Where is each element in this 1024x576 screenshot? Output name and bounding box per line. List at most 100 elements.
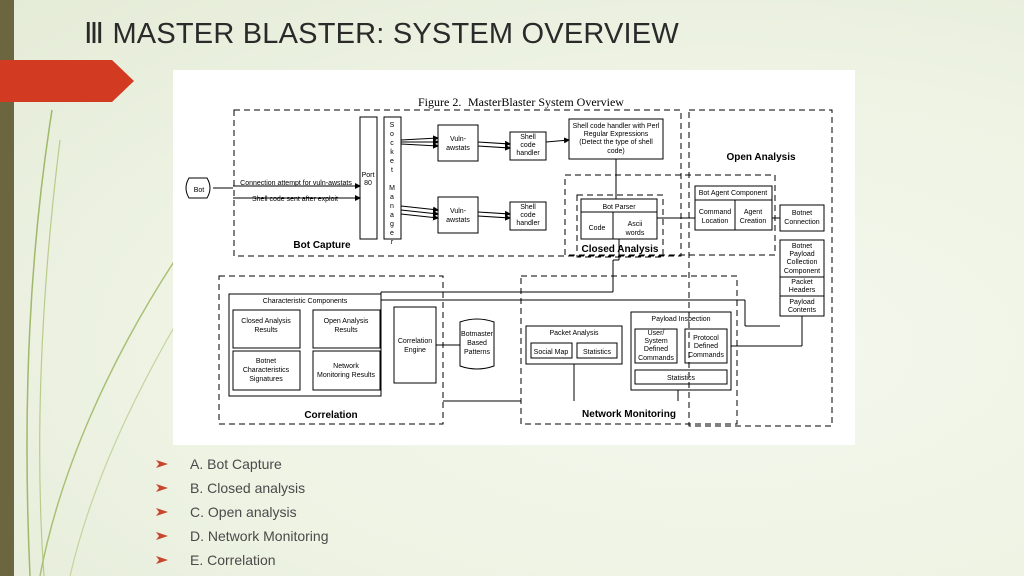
svg-text:Headers: Headers bbox=[789, 287, 816, 294]
svg-text:Commands: Commands bbox=[638, 355, 674, 362]
svg-text:Component: Component bbox=[784, 268, 820, 275]
svg-text:Characteristics: Characteristics bbox=[243, 367, 290, 374]
svg-text:words: words bbox=[625, 230, 645, 237]
svg-text:Shell: Shell bbox=[520, 204, 536, 211]
conn-attempt-label: Connection attempt for vuln-awstats bbox=[240, 180, 352, 187]
arrow-bullet-icon bbox=[156, 508, 168, 516]
svg-text:Payload Inspection: Payload Inspection bbox=[651, 316, 710, 323]
list-item: B. Closed analysis bbox=[156, 476, 329, 500]
svg-text:Vuln-: Vuln- bbox=[450, 208, 467, 215]
botnet-connection-box bbox=[779, 204, 825, 232]
network-monitoring-label: Network Monitoring bbox=[582, 409, 676, 420]
svg-text:Botnet: Botnet bbox=[256, 358, 276, 365]
svg-text:Social Map: Social Map bbox=[534, 349, 569, 356]
svg-text:code: code bbox=[520, 212, 535, 219]
svg-text:Port: Port bbox=[362, 172, 375, 179]
svg-text:Connection: Connection bbox=[784, 219, 820, 226]
svg-text:Botmaster: Botmaster bbox=[461, 331, 494, 338]
bot-agent-box bbox=[694, 185, 773, 231]
svg-text:Command: Command bbox=[699, 209, 731, 216]
svg-text:Packet Analysis: Packet Analysis bbox=[549, 330, 599, 337]
correlation-region bbox=[218, 275, 444, 425]
closed-analysis-inner bbox=[576, 194, 664, 258]
svg-text:handler: handler bbox=[516, 220, 540, 227]
bullet-list: A. Bot Capture B. Closed analysis C. Ope… bbox=[156, 452, 329, 572]
char-components-box bbox=[228, 293, 382, 397]
svg-text:Open Analysis: Open Analysis bbox=[324, 318, 369, 325]
svg-text:Monitoring Results: Monitoring Results bbox=[317, 372, 375, 379]
svg-text:Signatures: Signatures bbox=[249, 376, 283, 383]
arrow-bullet-icon bbox=[156, 484, 168, 492]
bot-capture-label: Bot Capture bbox=[293, 240, 351, 251]
svg-text:Bot Parser: Bot Parser bbox=[602, 204, 636, 211]
arrow-bullet-icon bbox=[156, 556, 168, 564]
svg-text:Characteristic Components: Characteristic Components bbox=[263, 298, 348, 305]
svg-text:e: e bbox=[390, 230, 394, 237]
svg-text:n: n bbox=[390, 203, 394, 210]
svg-text:User/: User/ bbox=[648, 330, 665, 337]
svg-text:Regular Expressions: Regular Expressions bbox=[584, 131, 649, 138]
svg-text:e: e bbox=[390, 158, 394, 165]
svg-text:M: M bbox=[389, 185, 395, 192]
port-box bbox=[359, 116, 378, 240]
svg-text:code): code) bbox=[607, 148, 625, 155]
svg-text:Statistics: Statistics bbox=[667, 375, 696, 382]
svg-text:Defined: Defined bbox=[694, 343, 718, 350]
svg-text:System: System bbox=[644, 338, 668, 345]
svg-text:Shell code handler with Perl: Shell code handler with Perl bbox=[573, 123, 660, 130]
svg-text:Ascii: Ascii bbox=[628, 221, 643, 228]
title-arrow-shape bbox=[0, 60, 134, 102]
payload-inspection-box bbox=[630, 311, 732, 391]
svg-text:Agent: Agent bbox=[744, 209, 762, 216]
svg-text:handler: handler bbox=[516, 150, 540, 157]
arrow-bullet-icon bbox=[156, 460, 168, 468]
bot-node-shape bbox=[185, 177, 211, 199]
correlation-engine-box bbox=[393, 306, 437, 384]
svg-text:Payload: Payload bbox=[789, 251, 814, 258]
svg-text:Botnet: Botnet bbox=[792, 243, 812, 250]
svg-text:a: a bbox=[390, 212, 394, 219]
arrow-bullet-icon bbox=[156, 532, 168, 540]
list-item: D. Network Monitoring bbox=[156, 524, 329, 548]
svg-text:g: g bbox=[390, 221, 394, 228]
svg-text:Bot Agent Component: Bot Agent Component bbox=[699, 190, 768, 197]
open-analysis-label: Open Analysis bbox=[726, 152, 796, 163]
svg-text:Correlation: Correlation bbox=[398, 338, 432, 345]
botmaster-patterns-shape bbox=[459, 318, 495, 370]
svg-text:c: c bbox=[390, 140, 394, 147]
svg-text:code: code bbox=[520, 142, 535, 149]
svg-text:Vuln-: Vuln- bbox=[450, 136, 467, 143]
caption-title: MasterBlaster System Overview bbox=[468, 95, 624, 109]
vuln2-box bbox=[437, 196, 479, 234]
svg-text:Collection: Collection bbox=[787, 259, 818, 266]
svg-text:o: o bbox=[390, 131, 394, 138]
svg-text:80: 80 bbox=[364, 180, 372, 187]
shellcode-sent-label: Shell code sent after exploit bbox=[252, 196, 338, 203]
svg-text:a: a bbox=[390, 194, 394, 201]
svg-text:Location: Location bbox=[702, 218, 729, 225]
bot-capture-region bbox=[233, 109, 682, 257]
open-analysis-region bbox=[688, 109, 833, 427]
svg-text:Shell: Shell bbox=[520, 134, 536, 141]
vuln1-box bbox=[437, 124, 479, 162]
svg-text:Code: Code bbox=[589, 225, 606, 232]
correlation-label: Correlation bbox=[304, 410, 357, 421]
svg-text:Creation: Creation bbox=[740, 218, 767, 225]
svg-text:Engine: Engine bbox=[404, 347, 426, 354]
closed-analysis-label: Closed Analysis bbox=[582, 244, 659, 255]
svg-text:r: r bbox=[391, 239, 394, 246]
svg-text:(Detect the type of shell: (Detect the type of shell bbox=[579, 139, 653, 146]
system-diagram: Figure 2. MasterBlaster System Overview … bbox=[185, 95, 833, 427]
svg-text:Botnet: Botnet bbox=[792, 210, 812, 217]
svg-text:t: t bbox=[391, 167, 393, 174]
svg-text:Based: Based bbox=[467, 340, 487, 347]
network-monitoring-region bbox=[520, 275, 738, 425]
svg-text:Patterns: Patterns bbox=[464, 349, 491, 356]
svg-text:k: k bbox=[390, 149, 394, 156]
svg-text:Defined: Defined bbox=[644, 346, 668, 353]
svg-text:Payload: Payload bbox=[789, 299, 814, 306]
svg-text:Contents: Contents bbox=[788, 307, 817, 314]
bot-label: Bot bbox=[194, 187, 205, 194]
svg-text:Protocol: Protocol bbox=[693, 335, 719, 342]
svg-text:Network: Network bbox=[333, 363, 359, 370]
